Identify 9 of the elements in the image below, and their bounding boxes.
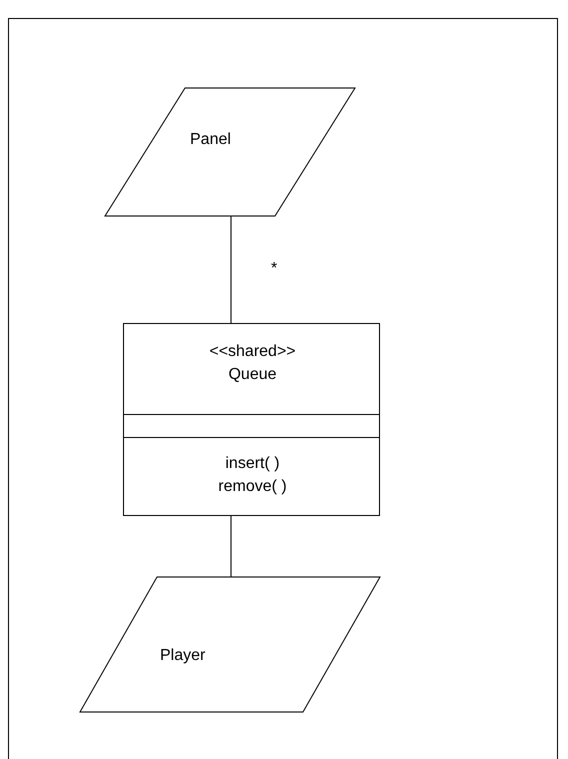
- class-name: <<shared>> Queue: [208, 342, 297, 385]
- class-operations: insert( ) remove( ): [217, 454, 288, 497]
- node-label: Panel: [190, 131, 231, 149]
- parallelogram-node: [80, 577, 380, 712]
- node-label: Player: [160, 647, 206, 665]
- parallelogram-node: [105, 88, 355, 216]
- class-box: [123, 323, 380, 516]
- association-line: [230, 216, 232, 324]
- association-line: [230, 516, 232, 578]
